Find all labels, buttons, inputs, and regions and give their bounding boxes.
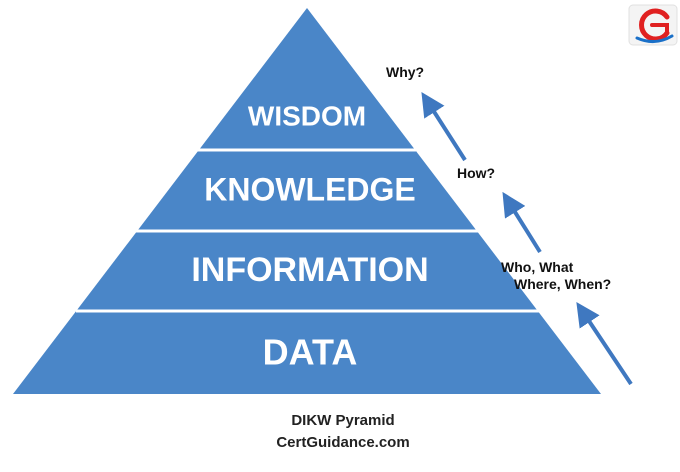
certguidance-logo-icon	[628, 4, 678, 46]
tier-label-data: DATA	[263, 332, 358, 373]
tier-label-wisdom: WISDOM	[248, 100, 366, 131]
caption-title: DIKW Pyramid	[291, 412, 394, 429]
arrow-up-icon	[576, 302, 633, 386]
tier-label-information: INFORMATION	[191, 251, 428, 289]
pyramid-body	[13, 8, 601, 394]
tier-label-knowledge: KNOWLEDGE	[204, 171, 416, 207]
question-where-when: Where, When?	[514, 276, 611, 292]
arrow-up-icon	[502, 191, 542, 254]
question-how: How?	[457, 165, 495, 181]
caption-site: CertGuidance.com	[276, 434, 409, 451]
arrow-up-icon	[421, 91, 467, 162]
arrows	[421, 91, 633, 386]
question-why: Why?	[386, 64, 424, 80]
pyramid: WISDOM KNOWLEDGE INFORMATION DATA	[13, 8, 601, 394]
question-who-what: Who, What	[501, 259, 574, 275]
